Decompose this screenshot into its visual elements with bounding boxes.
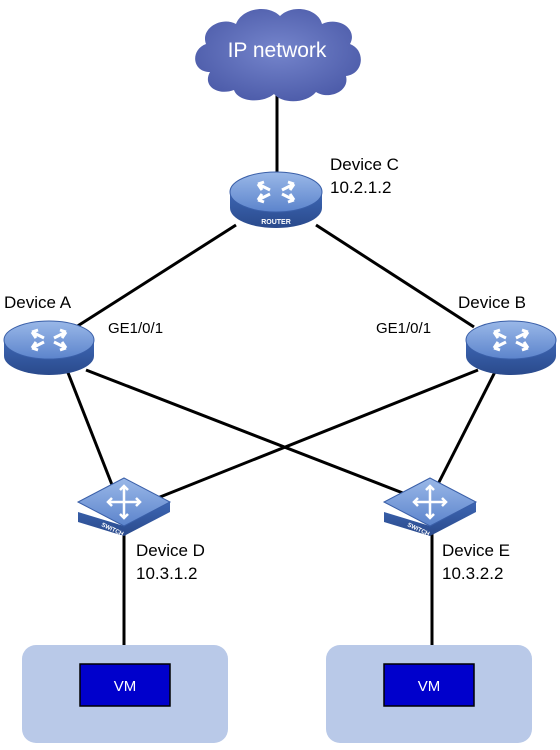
ip-network-cloud: IP network — [195, 9, 361, 102]
device-c-name: Device C — [330, 155, 399, 174]
vm-1 — [79, 663, 171, 707]
l3-switch-icon — [3, 320, 95, 375]
device-d: SWITCH Device D 10.3.1.2 — [76, 477, 205, 583]
link-b-e — [433, 361, 502, 491]
link-a-d — [61, 359, 118, 496]
device-e-name: Device E — [442, 541, 510, 560]
host-1: VM — [22, 645, 228, 743]
device-e: SWITCH Device E 10.3.2.2 — [382, 477, 510, 583]
cloud-label: IP network — [228, 39, 327, 62]
link-b-d — [139, 368, 479, 507]
device-b: Device B GE1/0/1 — [376, 293, 557, 375]
link-a-e — [85, 368, 409, 497]
switch-icon: SWITCH — [382, 477, 478, 538]
device-b-name: Device B — [458, 293, 526, 312]
vm-1-label: VM — [114, 678, 137, 695]
links — [61, 95, 502, 645]
router-icon: ROUTER — [229, 171, 323, 228]
vm-2-label: VM — [418, 678, 441, 695]
device-d-name: Device D — [136, 541, 205, 560]
device-b-port: GE1/0/1 — [376, 320, 431, 337]
router-type-label: ROUTER — [261, 219, 291, 226]
device-e-ip: 10.3.2.2 — [442, 564, 503, 583]
switch-icon: SWITCH — [76, 477, 172, 538]
device-d-ip: 10.3.1.2 — [136, 564, 197, 583]
device-c-ip: 10.2.1.2 — [330, 178, 391, 197]
link-c-b — [315, 223, 475, 329]
link-c-a — [75, 223, 237, 329]
device-a: Device A GE1/0/1 — [3, 293, 163, 375]
device-c: ROUTER Device C 10.2.1.2 — [229, 155, 399, 228]
host-2: VM — [326, 645, 532, 743]
l3-switch-icon — [465, 320, 557, 375]
device-a-port: GE1/0/1 — [108, 320, 163, 337]
vm-2 — [383, 663, 475, 707]
device-a-name: Device A — [4, 293, 72, 312]
